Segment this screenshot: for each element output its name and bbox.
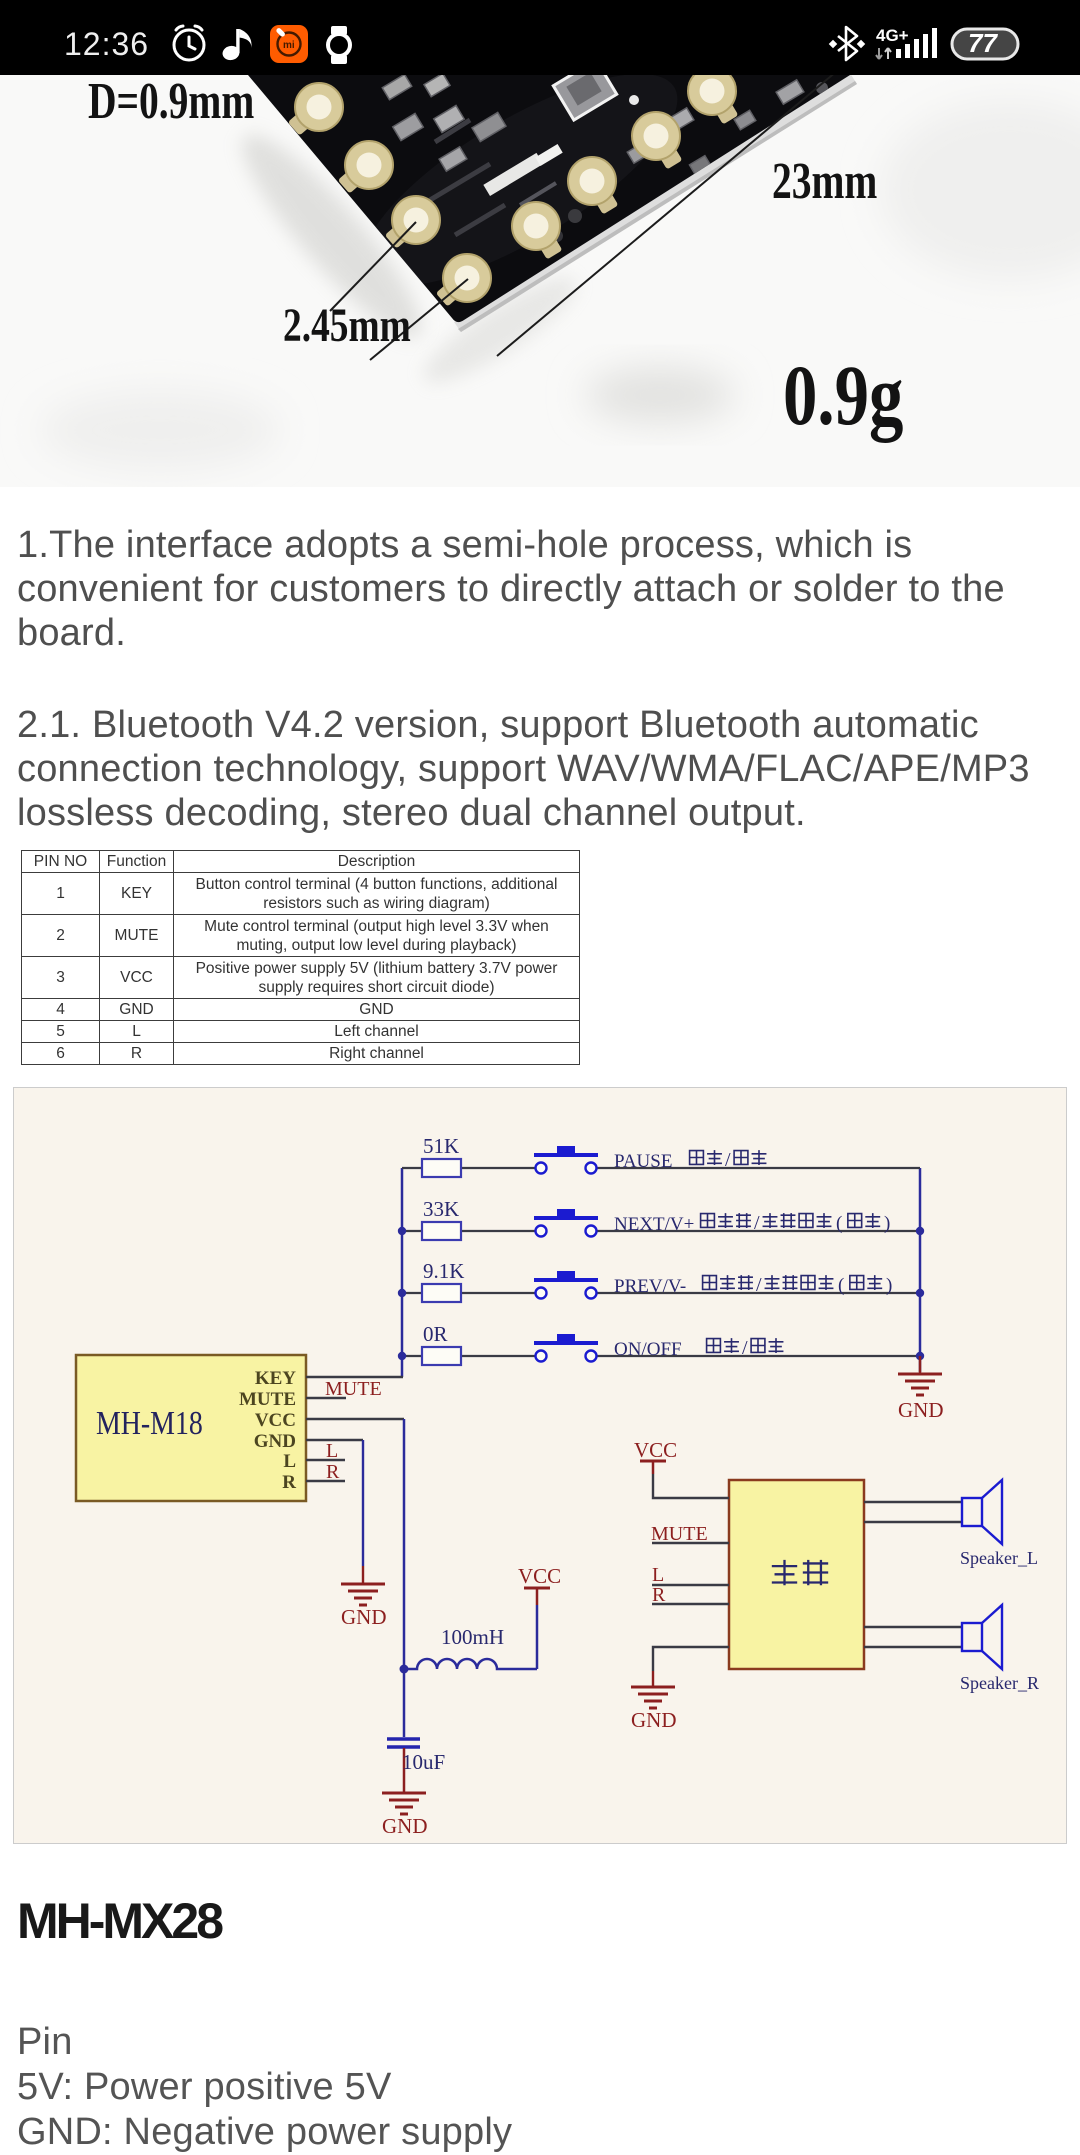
svg-text:GND: GND <box>631 1708 677 1732</box>
svg-text:77: 77 <box>968 28 998 58</box>
svg-text:100mH: 100mH <box>441 1625 504 1649</box>
svg-text:Speaker_R: Speaker_R <box>960 1673 1039 1693</box>
svg-text:GND: GND <box>254 1431 296 1452</box>
svg-text:/: / <box>742 1337 748 1359</box>
svg-text:GND: GND <box>898 1398 944 1422</box>
svg-text:R: R <box>652 1584 666 1606</box>
svg-text:23mm: 23mm <box>772 152 877 209</box>
svg-text:9.1K: 9.1K <box>423 1259 464 1283</box>
svg-text:VCC: VCC <box>634 1438 677 1462</box>
svg-text:(: ( <box>836 1213 842 1234</box>
svg-text:MH-M18: MH-M18 <box>96 1403 203 1441</box>
svg-text:MUTE: MUTE <box>651 1523 708 1545</box>
svg-text:VCC: VCC <box>255 1410 296 1431</box>
svg-text:VCC: VCC <box>518 1564 561 1588</box>
svg-text:PREV/V-: PREV/V- <box>614 1276 686 1297</box>
svg-text:Speaker_L: Speaker_L <box>960 1548 1038 1568</box>
svg-text:10uF: 10uF <box>402 1750 445 1774</box>
svg-text:D=0.9mm: D=0.9mm <box>88 75 254 129</box>
svg-text:/: / <box>725 1149 731 1171</box>
svg-text:51K: 51K <box>423 1134 459 1158</box>
svg-text:L: L <box>652 1564 664 1586</box>
svg-text:PAUSE: PAUSE <box>614 1151 672 1172</box>
svg-text:GND: GND <box>341 1605 387 1629</box>
svg-text:): ) <box>884 1213 890 1234</box>
svg-text:L: L <box>283 1451 296 1472</box>
svg-text:NEXT/V+: NEXT/V+ <box>614 1214 694 1235</box>
svg-text:2.45mm: 2.45mm <box>283 300 411 352</box>
svg-text:0.9g: 0.9g <box>783 348 903 443</box>
svg-text:mi: mi <box>283 40 295 51</box>
svg-text:L: L <box>326 1440 338 1462</box>
svg-text:33K: 33K <box>423 1197 459 1221</box>
svg-text:MUTE: MUTE <box>239 1389 296 1410</box>
svg-text:GND: GND <box>382 1814 428 1838</box>
svg-text:R: R <box>282 1472 296 1493</box>
svg-text:R: R <box>326 1461 340 1483</box>
svg-text:(: ( <box>838 1275 844 1296</box>
svg-text:/: / <box>754 1212 760 1234</box>
svg-text:0R: 0R <box>423 1322 448 1346</box>
svg-text:MUTE: MUTE <box>325 1378 382 1400</box>
svg-text:4G+: 4G+ <box>876 26 909 45</box>
svg-text:/: / <box>756 1274 762 1296</box>
svg-text:ON/OFF: ON/OFF <box>614 1339 682 1360</box>
svg-text:): ) <box>886 1275 892 1296</box>
svg-text:KEY: KEY <box>255 1368 296 1389</box>
